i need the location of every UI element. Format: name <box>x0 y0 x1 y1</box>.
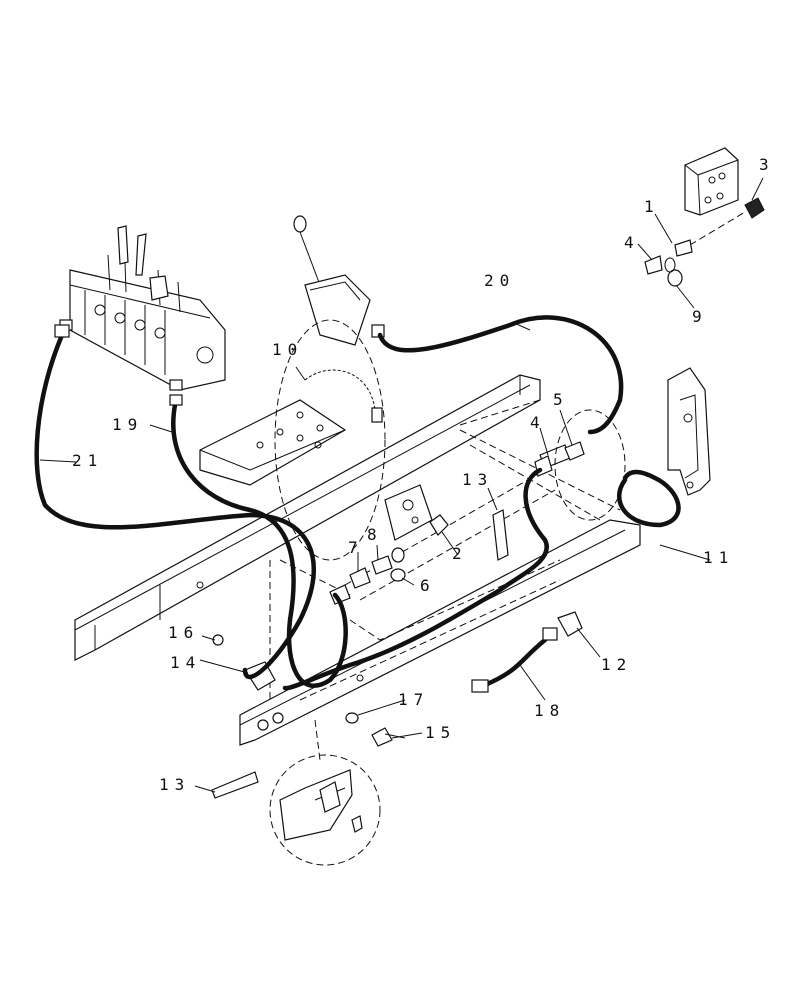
mounting-plate <box>199 369 383 486</box>
leader-lines <box>39 177 764 793</box>
right-frame-bracket <box>667 367 711 496</box>
callout-12: 12 <box>601 655 632 674</box>
callout-7: 7 <box>348 538 364 557</box>
callout-labels: 1 2 3 4 4 5 6 7 8 9 10 11 12 13 13 14 15… <box>72 155 775 794</box>
callout-11: 11 <box>703 548 734 567</box>
fittings <box>329 441 585 605</box>
shim-plates <box>211 509 509 799</box>
callout-5: 5 <box>553 390 569 409</box>
fasteners <box>212 634 406 747</box>
hoses <box>34 315 681 691</box>
callout-8: 8 <box>367 525 383 544</box>
control-valve-bank <box>59 225 226 391</box>
callout-17: 17 <box>398 690 429 709</box>
callout-1: 1 <box>644 197 660 216</box>
remote-valve-block <box>644 147 765 287</box>
callout-3: 3 <box>759 155 775 174</box>
callout-21: 21 <box>72 451 103 470</box>
callout-6: 6 <box>420 576 436 595</box>
callout-9: 9 <box>692 307 708 326</box>
callout-15: 15 <box>425 723 456 742</box>
callout-16: 16 <box>168 623 199 642</box>
callout-13-middle: 13 <box>462 470 493 489</box>
callout-4-upper: 4 <box>624 233 640 252</box>
callout-18: 18 <box>534 701 565 720</box>
callout-19: 19 <box>112 415 143 434</box>
callout-2: 2 <box>452 544 468 563</box>
hose-18 <box>471 611 583 693</box>
sensor-block <box>384 484 449 541</box>
callout-13-lower: 13 <box>159 775 190 794</box>
callout-4-middle: 4 <box>530 413 546 432</box>
detail-circles <box>269 319 626 866</box>
callout-10: 10 <box>272 340 303 359</box>
callout-20: 20 <box>484 271 515 290</box>
callout-14: 14 <box>170 653 201 672</box>
joystick-control <box>293 215 385 346</box>
